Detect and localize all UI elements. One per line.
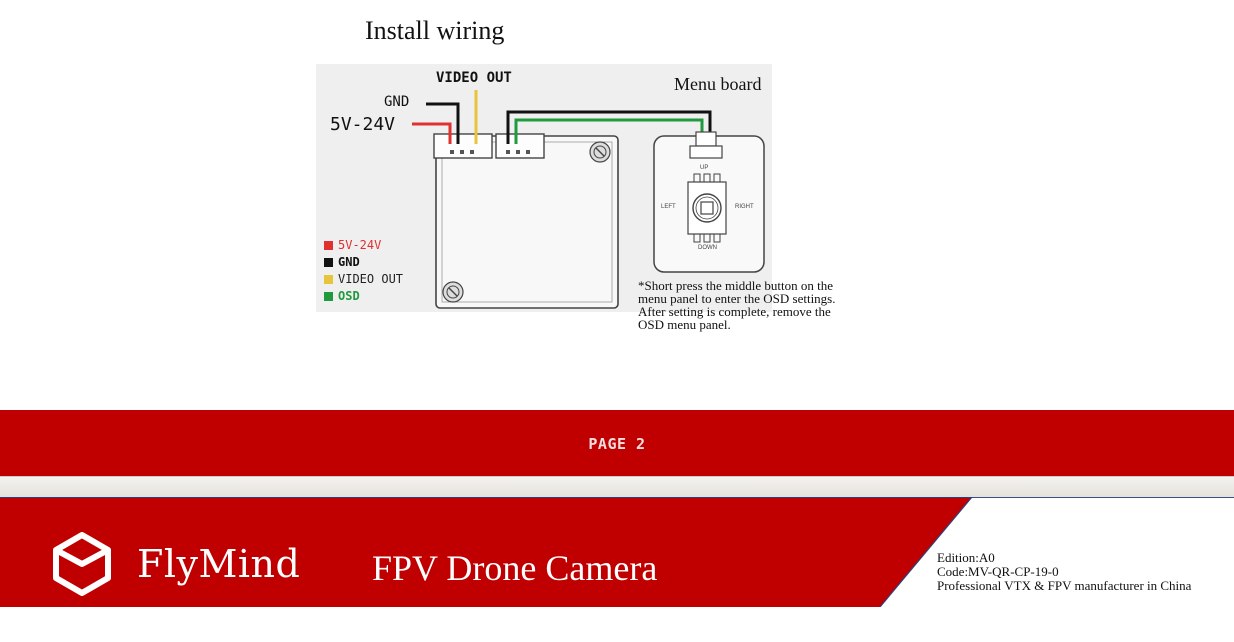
legend-label: 5V-24V	[338, 238, 382, 252]
footer-banner	[0, 497, 973, 607]
note-line: OSD menu panel.	[638, 317, 731, 332]
osd-gnd-wire	[506, 110, 712, 144]
screw-icon	[589, 141, 611, 163]
legend-item: OSD	[324, 289, 360, 303]
legend-item: 5V-24V	[324, 238, 381, 252]
screw-icon	[442, 281, 464, 303]
power-wire	[412, 122, 452, 144]
menu-board-label: Menu board	[674, 74, 762, 94]
camera-module	[435, 135, 619, 309]
legend-swatch	[324, 274, 333, 284]
power-connector	[433, 133, 493, 159]
legend-label: GND	[338, 255, 360, 269]
osd-signal-wire	[514, 118, 704, 144]
center-button	[692, 193, 722, 223]
page-number: PAGE 2	[588, 435, 646, 453]
osd-note: *Short press the middle button on the me…	[638, 279, 878, 331]
product-name: FPV Drone Camera	[372, 548, 658, 588]
document-code: Code:MV-QR-CP-19-0	[937, 564, 1059, 579]
wiring-diagram-drawing	[412, 90, 765, 309]
brand-name: FlyMind	[137, 542, 301, 586]
page-separator	[0, 476, 1234, 498]
flymind-logo-icon	[53, 532, 111, 596]
right-label: RIGHT	[735, 204, 754, 210]
legend-label: VIDEO OUT	[338, 272, 404, 286]
gnd-wire	[426, 102, 460, 144]
note-line: *Short press the middle button on the	[638, 278, 833, 293]
footer	[0, 497, 1234, 642]
page-band: PAGE 2	[0, 410, 1234, 476]
power-label: 5V-24V	[330, 114, 396, 135]
legend-item: GND	[324, 255, 360, 269]
gnd-label: GND	[384, 94, 410, 110]
down-label: DOWN	[698, 245, 717, 251]
legend-label: OSD	[338, 289, 360, 303]
section-title: Install wiring	[365, 16, 505, 45]
legend-swatch	[324, 291, 333, 301]
legend-swatch	[324, 240, 333, 250]
legend-swatch	[324, 257, 333, 267]
video-out-label: VIDEO OUT	[436, 70, 512, 86]
tagline: Professional VTX & FPV manufacturer in C…	[937, 578, 1192, 593]
left-label: LEFT	[661, 204, 676, 210]
edition: Edition:A0	[937, 550, 995, 565]
legend-item: VIDEO OUT	[324, 272, 403, 286]
osd-connector	[495, 133, 545, 159]
note-line: After setting is complete, remove the	[638, 304, 831, 319]
note-line: menu panel to enter the OSD settings.	[638, 291, 836, 306]
wiring-diagram: VIDEO OUT GND 5V-24V UP LEFT RIGHT DOWN …	[316, 64, 772, 312]
up-label: UP	[700, 165, 709, 171]
edition-info: Edition:A0 Code:MV-QR-CP-19-0 Profession…	[937, 551, 1191, 593]
